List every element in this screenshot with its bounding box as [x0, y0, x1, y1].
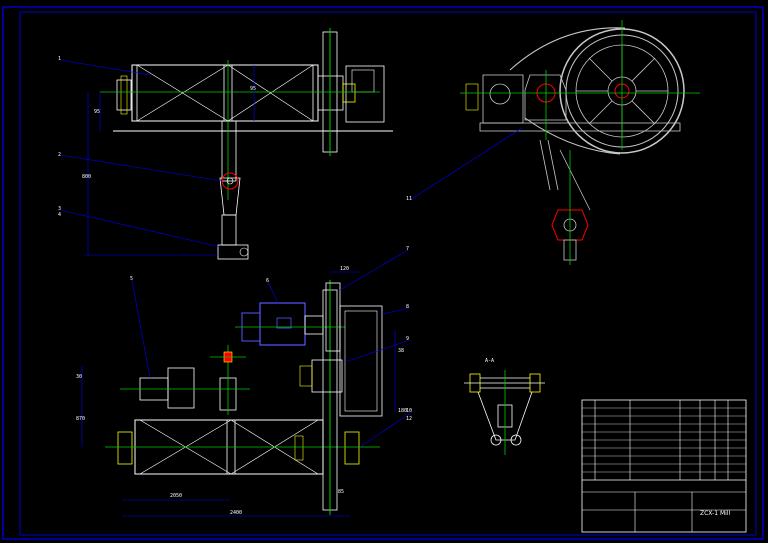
- balloon-label: 6: [266, 278, 269, 284]
- balloon-label: 9: [406, 336, 409, 342]
- top-left-view: [59, 28, 393, 260]
- drawing-inner-frame: [19, 11, 757, 536]
- dim-bottom-left-2: 870: [76, 416, 85, 422]
- balloon-label: 8: [406, 304, 409, 310]
- dim-bottom-span-2: 2400: [230, 510, 242, 516]
- balloon-label: 3: [58, 206, 61, 212]
- balloon-label: 12: [406, 416, 412, 422]
- dim-bottom-right-2: 180: [398, 408, 407, 414]
- dim-right-side: 95: [250, 86, 256, 92]
- bottom-left-view: [81, 249, 413, 517]
- dim-top-side: 800: [82, 174, 91, 180]
- balloon-label: 5: [130, 276, 133, 282]
- dim-bottom-right-1: 38: [398, 348, 404, 354]
- section-view: [464, 370, 545, 455]
- balloon-label: 11: [406, 196, 412, 202]
- top-right-view: [409, 20, 700, 265]
- title-block: ZCX-1 Mill: [581, 399, 747, 533]
- dim-top-height: 95: [94, 109, 100, 115]
- balloon-label: 2: [58, 152, 61, 158]
- section-label: A-A: [485, 358, 494, 364]
- title-block-name: ZCX-1 Mill: [700, 510, 731, 517]
- dim-motor-top: 120: [340, 266, 349, 272]
- balloon-label: 10: [406, 408, 412, 414]
- balloon-label: 7: [406, 246, 409, 252]
- balloon-label: 1: [58, 56, 61, 62]
- dim-bottom-span-1: 2050: [170, 493, 182, 499]
- balloon-label: 4: [58, 212, 61, 218]
- drawing-outer-frame: [2, 6, 764, 540]
- dim-bottom-small: 85: [338, 489, 344, 495]
- title-block-rows: [582, 407, 746, 473]
- dim-bottom-left-1: 30: [76, 374, 82, 380]
